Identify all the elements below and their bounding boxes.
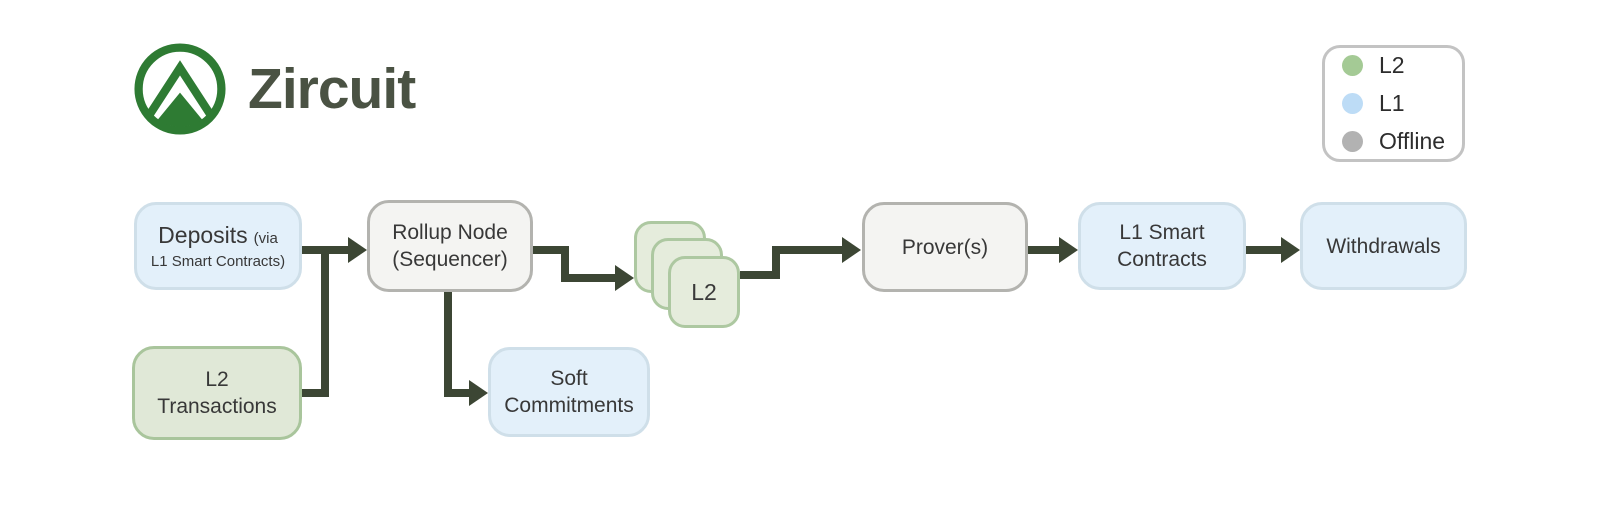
node-provers: Prover(s): [862, 202, 1028, 292]
node-deposits-line2: L1 Smart Contracts): [150, 252, 286, 270]
l1-color-dot-icon: [1342, 93, 1363, 114]
legend-label-offline: Offline: [1379, 128, 1446, 154]
node-provers-label: Prover(s): [901, 235, 989, 259]
node-soft-commitments-line1: Soft: [550, 367, 588, 390]
legend-label-l2: L2: [1379, 52, 1405, 78]
l2-block-label: L2: [691, 278, 717, 305]
node-deposits-line1: Deposits(via: [158, 221, 278, 248]
node-l1-smart-contracts: L1 Smart Contracts: [1078, 202, 1246, 290]
brand: Zircuit: [134, 43, 416, 135]
legend-item-l2: L2: [1342, 52, 1462, 79]
node-l1-smart-contracts-line2: Contracts: [1117, 248, 1207, 271]
node-rollup-node-line2: (Sequencer): [392, 248, 508, 271]
node-deposits: Deposits(via L1 Smart Contracts): [134, 202, 302, 290]
node-rollup-node: Rollup Node (Sequencer): [367, 200, 533, 292]
l2-color-dot-icon: [1342, 55, 1363, 76]
legend-item-offline: Offline: [1342, 128, 1462, 155]
legend-item-l1: L1: [1342, 90, 1462, 117]
offline-color-dot-icon: [1342, 131, 1363, 152]
legend: L2 L1 Offline: [1322, 45, 1465, 162]
node-withdrawals-label: Withdrawals: [1326, 234, 1441, 258]
node-l2-transactions: L2 Transactions: [132, 346, 302, 440]
node-soft-commitments-line2: Commitments: [504, 394, 634, 417]
node-l2-transactions-line1: L2: [205, 368, 229, 391]
node-soft-commitments: Soft Commitments: [488, 347, 650, 437]
node-withdrawals: Withdrawals: [1300, 202, 1467, 290]
node-rollup-node-line1: Rollup Node: [392, 221, 508, 244]
zircuit-logo-icon: [134, 43, 226, 135]
node-l1-smart-contracts-line1: L1 Smart: [1119, 221, 1205, 244]
node-l2-transactions-line2: Transactions: [157, 395, 277, 418]
brand-wordmark: Zircuit: [248, 57, 416, 121]
l2-block-front: L2: [668, 256, 740, 328]
legend-label-l1: L1: [1379, 90, 1405, 116]
